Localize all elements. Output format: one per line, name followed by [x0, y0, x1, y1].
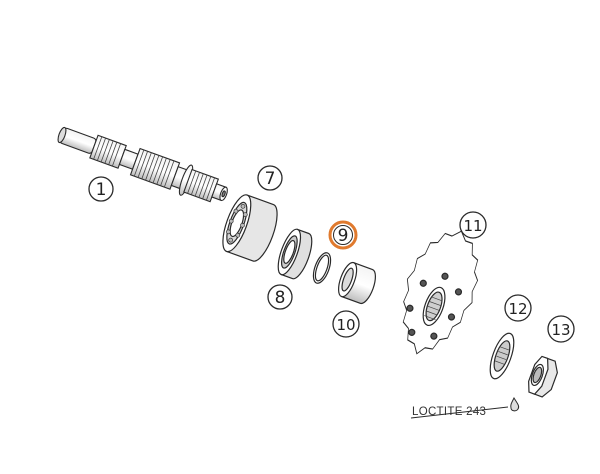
loctite-leader-line [410, 406, 509, 419]
callout-11-label: 11 [463, 217, 482, 235]
part-11-sprocket[interactable] [384, 219, 493, 365]
callout-1[interactable]: 1 [88, 176, 114, 202]
callout-11[interactable]: 11 [459, 211, 487, 239]
callout-7-label: 7 [265, 169, 276, 189]
callout-8-label: 8 [275, 288, 286, 308]
callout-10-label: 10 [336, 316, 355, 334]
callout-9-label: 9 [338, 226, 349, 246]
part-13-nut[interactable] [525, 355, 561, 399]
callout-10[interactable]: 10 [332, 310, 360, 338]
part-1-shaft[interactable] [54, 119, 232, 210]
part-7-bearing[interactable] [217, 192, 283, 265]
callout-9-highlighted[interactable]: 9 [328, 220, 358, 250]
loctite-note: LOCTITE 243 [412, 406, 486, 418]
part-8-seal-ring[interactable] [274, 227, 317, 282]
part-10-spacer-bushing[interactable] [335, 260, 379, 305]
part-12-lock-washer[interactable] [485, 330, 518, 381]
callout-13[interactable]: 13 [547, 315, 575, 343]
callout-13-label: 13 [551, 321, 570, 339]
part-9-o-ring[interactable] [310, 251, 334, 286]
callout-7[interactable]: 7 [257, 165, 283, 191]
callout-1-label: 1 [96, 180, 107, 200]
loctite-drop-icon [510, 396, 520, 412]
callout-12-label: 12 [508, 300, 527, 318]
callout-8[interactable]: 8 [267, 284, 293, 310]
callout-12[interactable]: 12 [504, 294, 532, 322]
